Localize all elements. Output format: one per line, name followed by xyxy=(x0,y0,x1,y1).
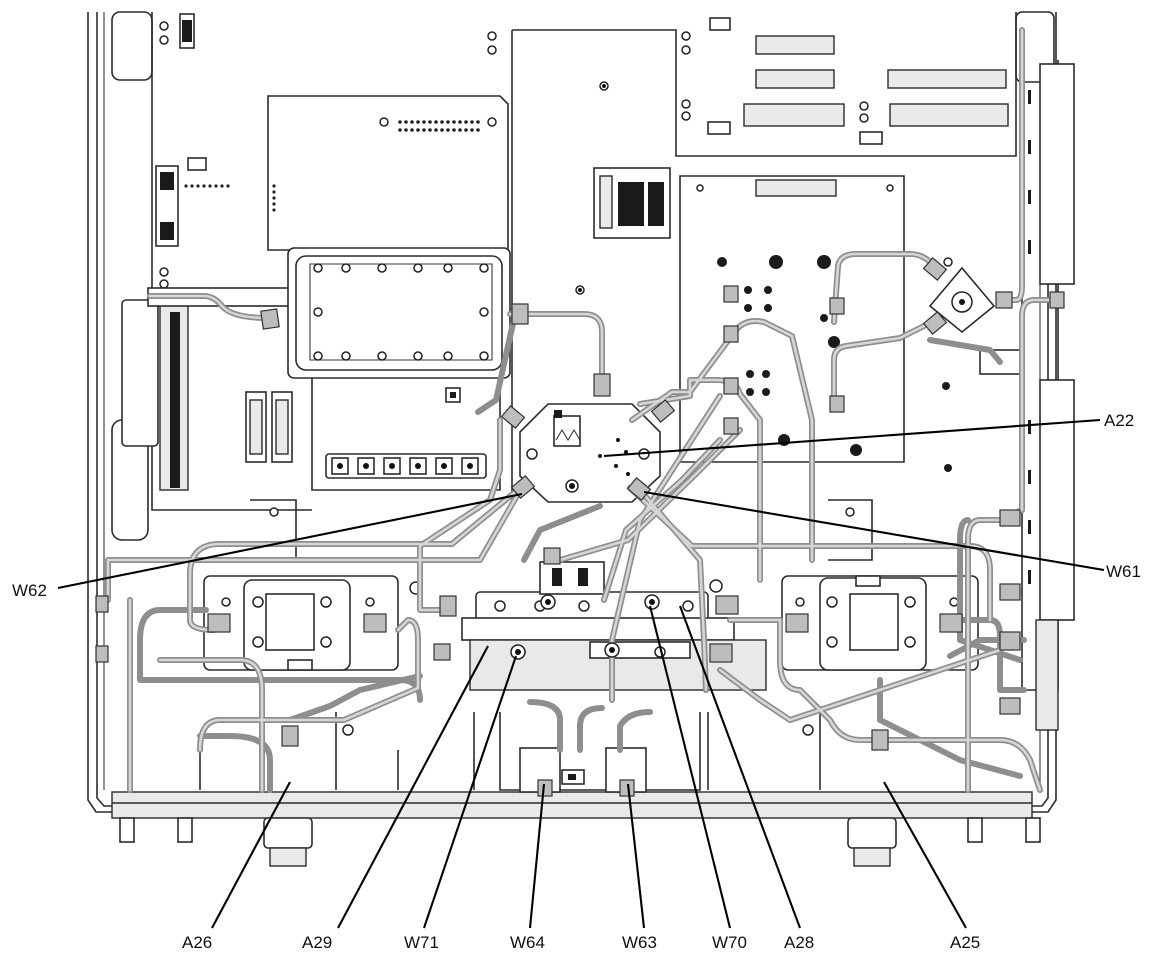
fan-grille xyxy=(593,167,671,239)
callout-labels: A22 W61 W62 A26 A29 W71 W64 W63 W70 A28 … xyxy=(12,411,1141,952)
label-a26: A26 xyxy=(182,933,212,952)
leader-lines xyxy=(57,418,1105,929)
leader-a26 xyxy=(211,781,291,929)
module-housing xyxy=(245,247,511,491)
label-a25: A25 xyxy=(950,933,980,952)
label-w62: W62 xyxy=(12,581,47,600)
label-w70: W70 xyxy=(712,933,747,952)
leader-w63 xyxy=(626,783,646,929)
leader-a28 xyxy=(679,605,801,929)
leader-w64 xyxy=(528,783,546,929)
label-w63: W63 xyxy=(622,933,657,952)
label-a22: A22 xyxy=(1104,411,1134,430)
cable-connectors xyxy=(95,257,1065,797)
right-component-board xyxy=(679,175,953,472)
component-A22 xyxy=(519,403,661,503)
leader-a25 xyxy=(883,781,967,929)
label-w64: W64 xyxy=(510,933,545,952)
leader-a22 xyxy=(603,418,1101,458)
label-a28: A28 xyxy=(784,933,814,952)
leader-a29 xyxy=(337,645,489,929)
label-w61: W61 xyxy=(1106,562,1141,581)
leader-w71 xyxy=(423,655,517,929)
upper-middle-panel xyxy=(487,12,1017,500)
component-A28-A29 xyxy=(409,561,767,691)
leader-w61 xyxy=(643,490,1105,572)
upper-center-board xyxy=(267,95,509,251)
front-connector-bracket xyxy=(335,712,821,793)
left-rear-board xyxy=(121,12,312,511)
label-w71: W71 xyxy=(404,933,439,952)
component-A26 xyxy=(199,499,399,790)
front-panel-connectors xyxy=(119,817,1041,867)
leader-w70 xyxy=(648,605,732,929)
leader-w62 xyxy=(57,492,523,590)
label-a29: A29 xyxy=(302,933,332,952)
chassis-frame xyxy=(87,11,1057,819)
